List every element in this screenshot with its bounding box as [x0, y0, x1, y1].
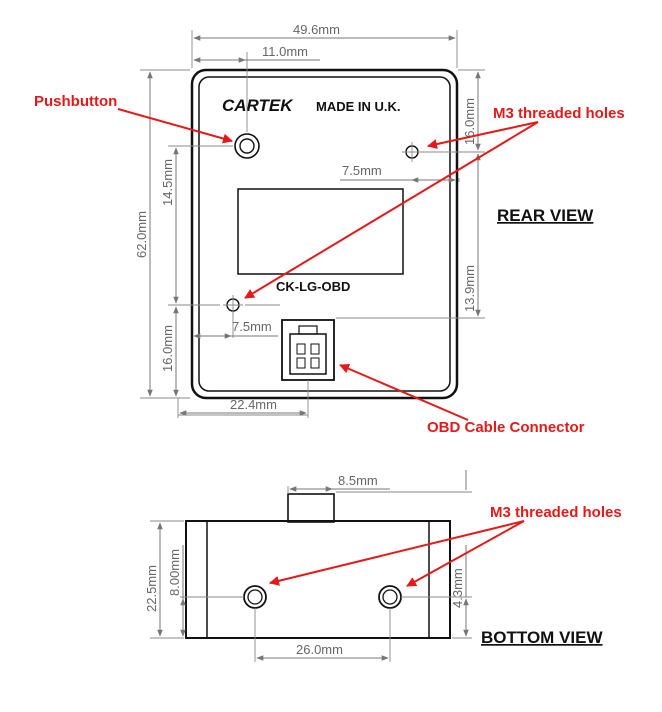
dim-height: 62.0mm: [134, 211, 149, 258]
obd-connector: [281, 319, 335, 381]
bottom-body-outer: [185, 520, 451, 639]
dim-top-hole-offset: 16.0mm: [462, 98, 477, 145]
brand-label: CARTEK: [222, 96, 294, 115]
dim-hole-spacing: 26.0mm: [296, 642, 343, 657]
rear-enclosure-inner: [198, 76, 451, 392]
bottom-connector-stub: [287, 493, 335, 523]
dim-width: 49.6mm: [293, 22, 340, 37]
rear-view: CARTEK MADE IN U.K. CK-LG-OBD: [134, 22, 485, 418]
dim-bottom-hole-height: 16.0mm: [160, 325, 175, 372]
dim-hole-height: 8.00mm: [167, 549, 182, 596]
callout-m3-bottom: M3 threaded holes: [490, 504, 622, 521]
pushbutton: [234, 133, 260, 159]
model-label: CK-LG-OBD: [276, 279, 350, 294]
bottom-view-title: BOTTOM VIEW: [481, 628, 603, 647]
rear-enclosure-outer: [190, 68, 459, 400]
dim-connector-offset: 22.4mm: [230, 397, 277, 412]
callout-obd-connector: OBD Cable Connector: [427, 419, 585, 436]
m3-hole-bottom-right: [378, 585, 402, 609]
m3-hole-lower-left: [223, 295, 243, 315]
dim-pushbutton-height: 14.5mm: [160, 159, 175, 206]
m3-hole-bottom-left: [243, 585, 267, 609]
rear-callouts: Pushbutton M3 threaded holes OBD Cable C…: [34, 93, 625, 436]
callout-m3-rear: M3 threaded holes: [493, 105, 625, 122]
bottom-view: 8.5mm 22.5mm 8.00mm 4.3mm 26.0mm: [144, 470, 472, 662]
rear-view-title: REAR VIEW: [497, 206, 594, 225]
dim-connector-width: 8.5mm: [338, 473, 378, 488]
display-window: [237, 188, 404, 275]
dim-top-hole-edge: 7.5mm: [342, 163, 382, 178]
dim-lower-hole-edge: 7.5mm: [232, 319, 272, 334]
bottom-callouts: M3 threaded holes BOTTOM VIEW: [269, 504, 622, 647]
dim-pushbutton-offset: 11.0mm: [262, 44, 308, 59]
made-in-label: MADE IN U.K.: [316, 99, 401, 114]
dim-side-height: 4.3mm: [450, 568, 465, 608]
callout-pushbutton: Pushbutton: [34, 93, 117, 110]
dim-lower-hole-height: 13.9mm: [462, 265, 477, 312]
dim-depth: 22.5mm: [144, 565, 159, 612]
